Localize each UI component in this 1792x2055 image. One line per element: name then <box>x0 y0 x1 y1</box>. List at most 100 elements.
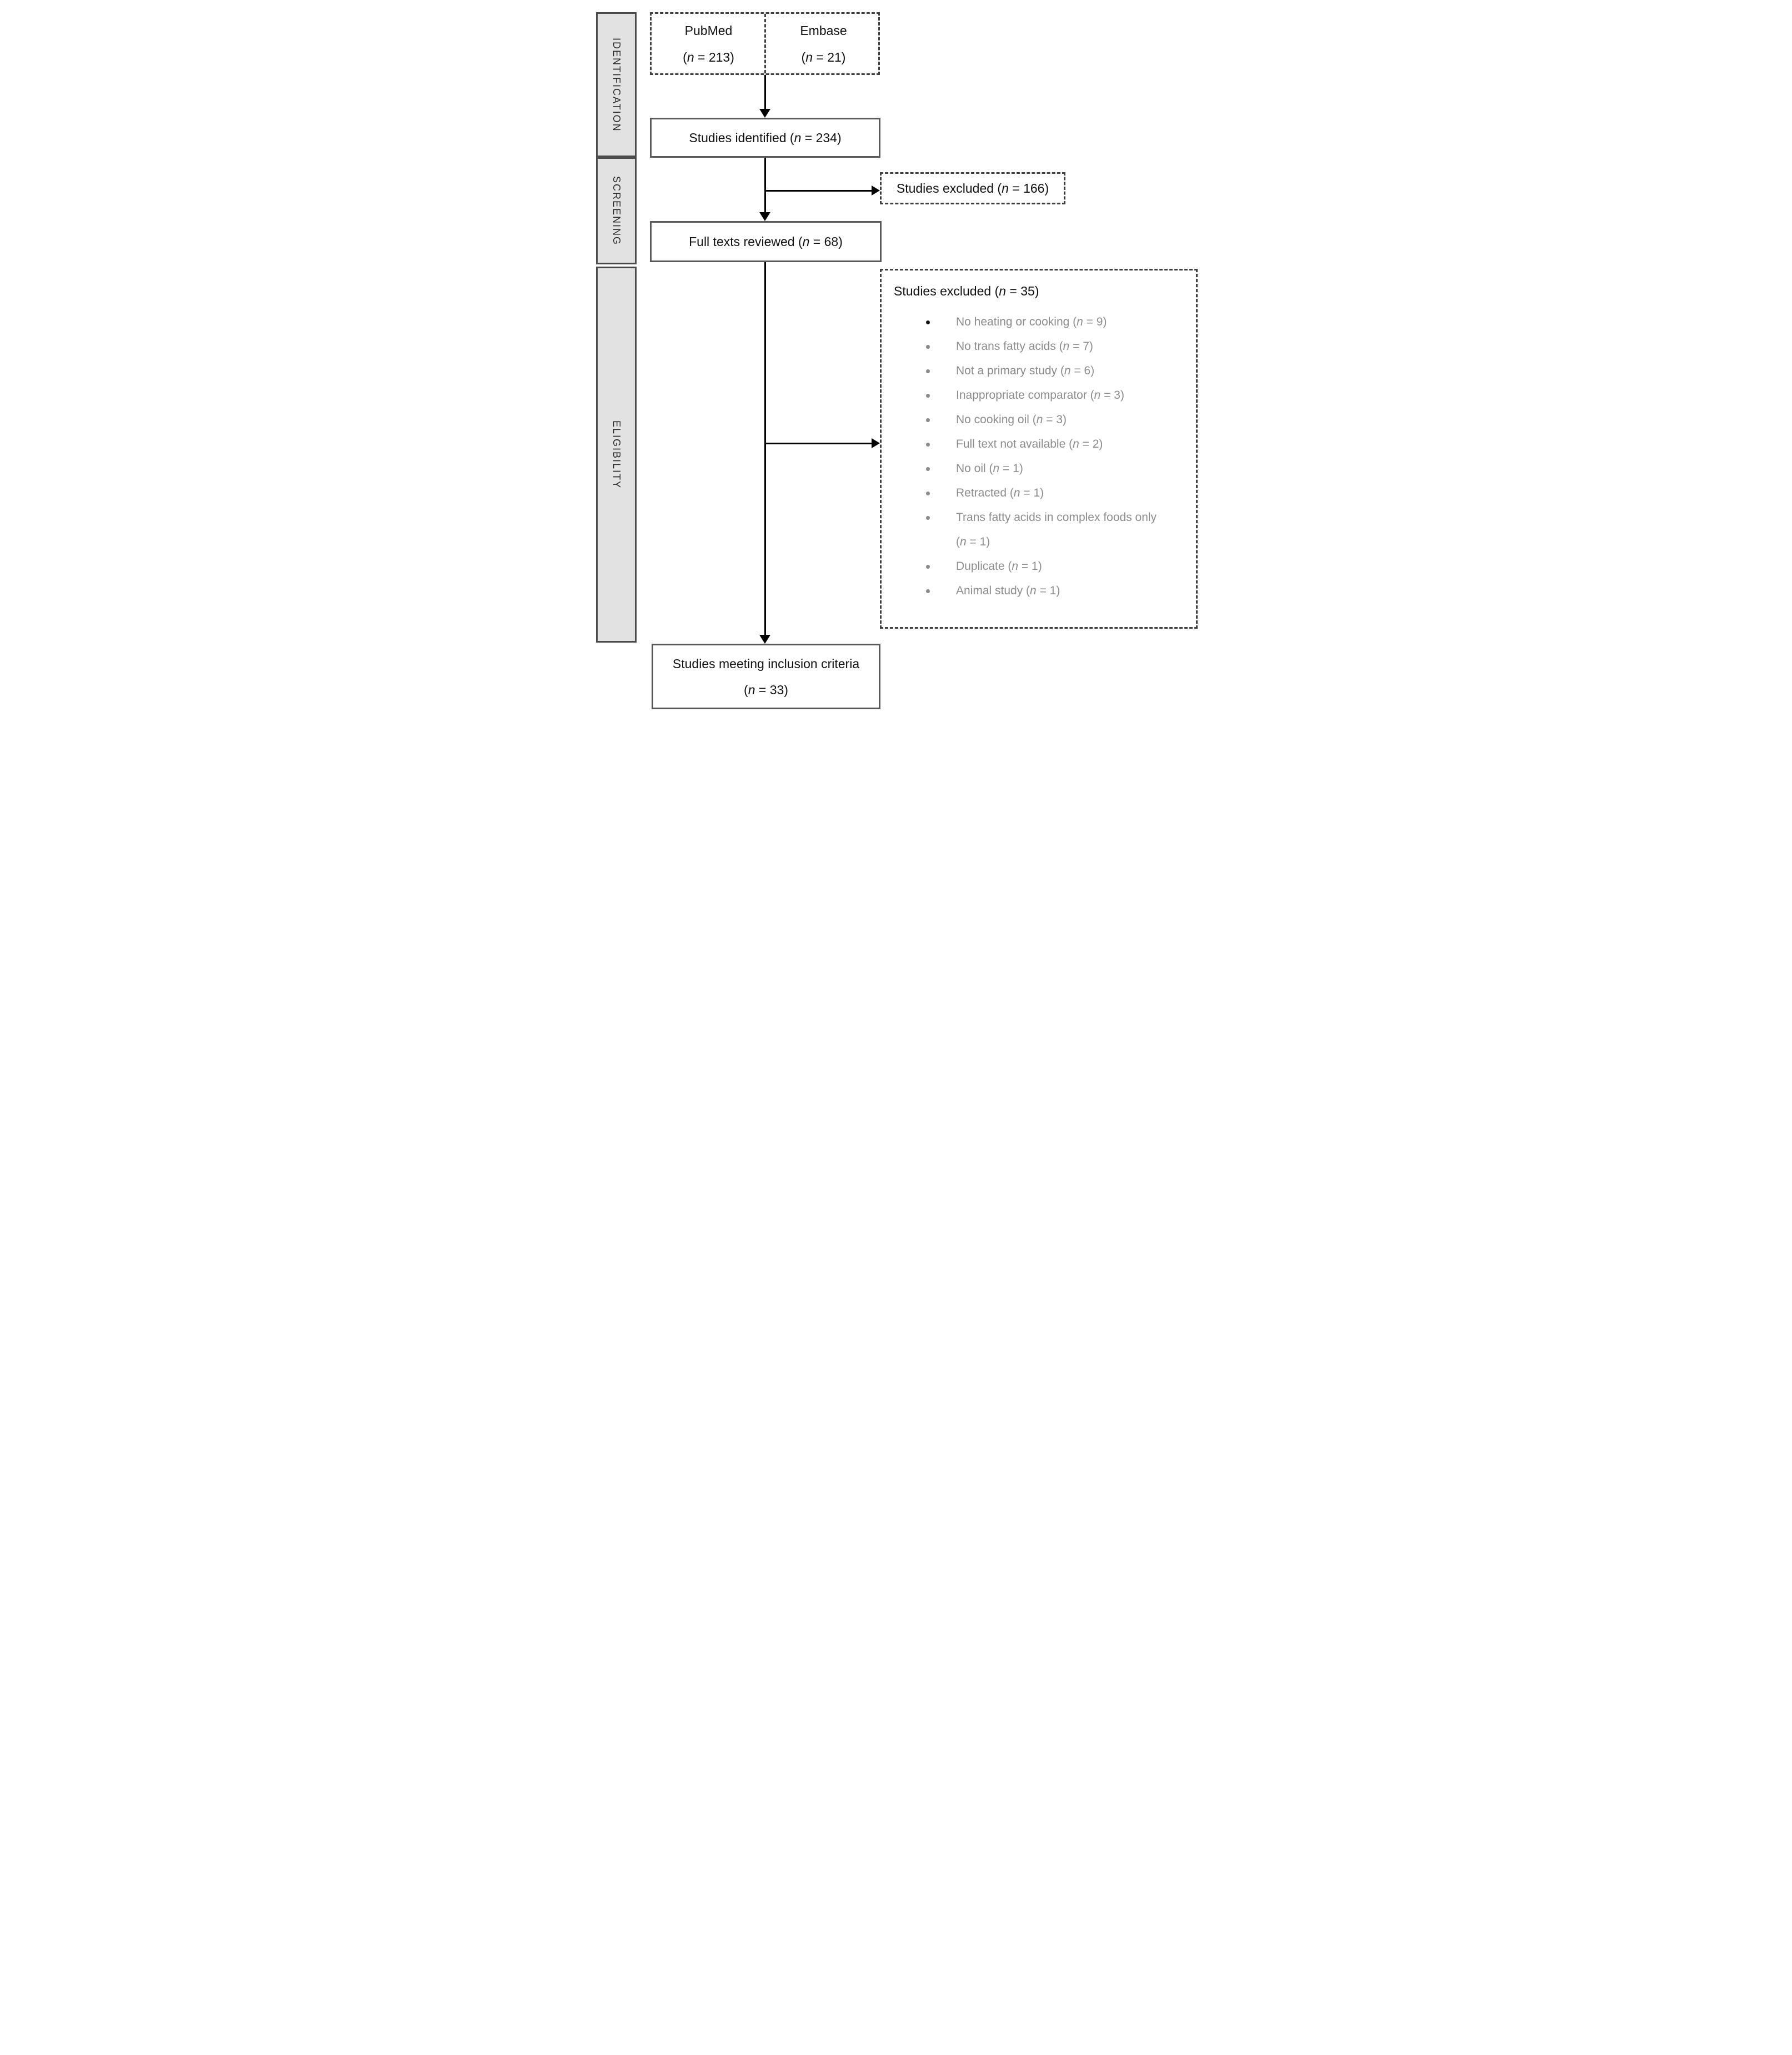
stage-label-screening: SCREENING <box>611 176 622 245</box>
exclusion-reason-text: Animal study (n = 1) <box>956 579 1060 603</box>
label-segment: ( <box>744 682 748 697</box>
pubmed-source-cell: PubMed (n = 213) <box>652 14 765 73</box>
exclusion-reason-line: No trans fatty acids (n = 7) <box>956 334 1093 359</box>
label-segment: n <box>993 462 1000 475</box>
exclusion-reason-item: No oil (n = 1) <box>882 457 1196 481</box>
flow-line-identified-to-fulltexts <box>764 158 766 213</box>
full-texts-reviewed-label: Full texts reviewed (n = 68) <box>689 234 843 249</box>
full-texts-reviewed-box: Full texts reviewed (n = 68) <box>650 221 882 262</box>
label-segment: No heating or cooking ( <box>956 315 1077 328</box>
studies-included-line1: Studies meeting inclusion criteria <box>673 656 859 671</box>
label-segment: ( <box>956 535 960 548</box>
exclusion-reason-text: Inappropriate comparator (n = 3) <box>956 383 1124 408</box>
label-segment: = 234) <box>801 131 842 145</box>
exclusion-reason-item: Retracted (n = 1) <box>882 481 1196 505</box>
exclusion-reason-line: (n = 1) <box>956 530 1157 554</box>
exclusion-reason-line: Duplicate (n = 1) <box>956 554 1042 579</box>
label-segment: Animal study ( <box>956 584 1030 597</box>
exclusion-reason-line: Inappropriate comparator (n = 3) <box>956 383 1124 408</box>
label-segment: = 9) <box>1083 315 1107 328</box>
label-segment: n <box>1012 560 1019 573</box>
label-segment: No cooking oil ( <box>956 413 1037 426</box>
exclusion-reason-item: Inappropriate comparator (n = 3) <box>882 383 1196 408</box>
exclusion-reasons-list: No heating or cooking (n = 9)No trans fa… <box>882 310 1196 603</box>
exclusion-reason-line: Retracted (n = 1) <box>956 481 1044 505</box>
label-segment: Studies meeting inclusion criteria <box>672 656 860 671</box>
exclusion-reason-text: No heating or cooking (n = 9) <box>956 310 1107 334</box>
stage-label-eligibility: ELIGIBILITY <box>611 420 622 489</box>
arrow-down-icon <box>759 109 770 118</box>
studies-identified-label: Studies identified (n = 234) <box>689 130 841 146</box>
exclusion-reason-text: Full text not available (n = 2) <box>956 432 1103 457</box>
label-segment: n <box>1036 413 1043 426</box>
label-segment: = 1) <box>966 535 990 548</box>
label-segment: n <box>802 234 810 249</box>
embase-name: Embase <box>800 23 847 38</box>
exclusion-reason-text: Not a primary study (n = 6) <box>956 359 1094 383</box>
flow-line-sources-to-identified <box>764 75 766 110</box>
label-segment: Studies excluded ( <box>894 284 999 298</box>
exclusion-reason-text: No trans fatty acids (n = 7) <box>956 334 1093 359</box>
pubmed-name: PubMed <box>684 23 733 38</box>
exclusion-reason-line: No heating or cooking (n = 9) <box>956 310 1107 334</box>
label-segment: Studies identified ( <box>689 131 794 145</box>
embase-source-cell: Embase (n = 21) <box>765 14 882 73</box>
studies-excluded-35-box: Studies excluded (n = 35) No heating or … <box>880 269 1198 629</box>
exclusion-reason-line: No cooking oil (n = 3) <box>956 408 1067 432</box>
bullet-icon <box>926 345 930 349</box>
label-segment: = 3) <box>1043 413 1067 426</box>
prisma-flow-diagram: IDENTIFICATION SCREENING ELIGIBILITY Pub… <box>582 0 1210 720</box>
label-segment: Trans fatty acids in complex foods only <box>956 511 1157 524</box>
bullet-icon <box>926 492 930 495</box>
label-segment: n <box>748 682 755 697</box>
exclusion-reason-item: Full text not available (n = 2) <box>882 432 1196 457</box>
label-segment: = 1) <box>1036 584 1060 597</box>
label-segment: = 213) <box>694 49 734 64</box>
arrow-right-icon <box>872 186 880 196</box>
exclusion-reason-item: Animal study (n = 1) <box>882 579 1196 603</box>
pubmed-count: (n = 213) <box>683 49 734 65</box>
bullet-icon <box>926 589 930 593</box>
label-segment: n <box>999 284 1007 298</box>
exclusion-reason-item: No trans fatty acids (n = 7) <box>882 334 1196 359</box>
stage-band-eligibility: ELIGIBILITY <box>596 267 637 643</box>
label-segment: Full texts reviewed ( <box>689 234 803 249</box>
label-segment: = 6) <box>1070 364 1095 377</box>
stage-label-identification: IDENTIFICATION <box>611 37 622 132</box>
label-segment: n <box>1064 364 1071 377</box>
label-segment: = 1) <box>1018 560 1042 573</box>
label-segment: = 7) <box>1069 340 1093 353</box>
bullet-icon <box>926 394 930 398</box>
studies-excluded-166-label: Studies excluded (n = 166) <box>897 181 1049 196</box>
studies-included-line2: (n = 33) <box>744 682 788 698</box>
studies-excluded-166-box: Studies excluded (n = 166) <box>880 172 1065 204</box>
exclusion-reason-item: No heating or cooking (n = 9) <box>882 310 1196 334</box>
bullet-icon <box>926 418 930 422</box>
exclusion-reason-text: Trans fatty acids in complex foods only (… <box>956 505 1157 554</box>
exclusion-reason-line: Animal study (n = 1) <box>956 579 1060 603</box>
exclusion-reason-item: Duplicate (n = 1) <box>882 554 1196 579</box>
label-segment: ( <box>801 49 806 64</box>
exclusion-reason-text: Retracted (n = 1) <box>956 481 1044 505</box>
studies-included-box: Studies meeting inclusion criteria (n = … <box>652 644 880 709</box>
label-segment: = 33) <box>755 682 788 697</box>
label-segment: Duplicate ( <box>956 560 1012 573</box>
label-segment: n <box>1063 340 1070 353</box>
source-divider <box>764 14 766 73</box>
label-segment: Studies excluded ( <box>896 181 1002 196</box>
label-segment: = 21) <box>813 49 846 64</box>
label-segment: = 166) <box>1008 181 1049 196</box>
label-segment: No oil ( <box>956 462 993 475</box>
flow-line-branch-excluded-166 <box>764 190 872 192</box>
label-segment: n <box>1013 487 1020 499</box>
label-segment: = 35) <box>1006 284 1039 298</box>
exclusion-reason-line: Trans fatty acids in complex foods only <box>956 505 1157 530</box>
exclusion-reason-text: No cooking oil (n = 3) <box>956 408 1067 432</box>
label-segment: n <box>960 535 967 548</box>
bullet-icon <box>926 565 930 569</box>
studies-identified-box: Studies identified (n = 234) <box>650 118 880 158</box>
flow-line-branch-excluded-35 <box>764 443 872 444</box>
bullet-icon <box>926 369 930 373</box>
exclusion-reason-item: No cooking oil (n = 3) <box>882 408 1196 432</box>
exclusion-reason-text: Duplicate (n = 1) <box>956 554 1042 579</box>
